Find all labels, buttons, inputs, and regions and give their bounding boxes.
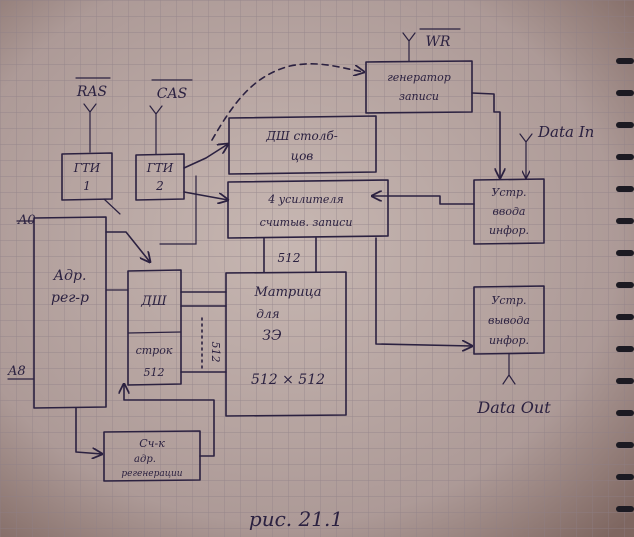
signal-cas: CAS — [149, 79, 193, 155]
block-row-decoder-line-1: ДШ — [140, 294, 168, 309]
block-address-register-line-2: рег-р — [51, 290, 89, 306]
block-input-device-line-2: ввода — [493, 205, 526, 218]
block-gti-2: ГТИ 2 — [135, 153, 185, 201]
block-refresh-counter-line-3: регенерации — [121, 469, 182, 479]
block-gti-1: ГТИ 1 — [61, 152, 113, 201]
block-input-device-line-1: Устр. — [491, 186, 526, 199]
block-memory-matrix-line-4: 512 × 512 — [251, 372, 325, 388]
block-output-device-line-2: вывода — [488, 314, 530, 327]
block-sense-amplifiers-line-1: 4 усилителя — [267, 193, 343, 206]
block-memory-matrix: Матрица для ЗЭ 512 × 512 — [225, 271, 347, 417]
connections — [75, 63, 500, 456]
block-column-decoder-line-2: цов — [291, 149, 314, 163]
block-input-device-line-3: инфор. — [489, 224, 529, 237]
signal-ras-label: RAS — [76, 84, 107, 100]
block-row-decoder-line-3: 512 — [144, 366, 165, 379]
signal-data-in: Data In — [520, 123, 594, 178]
block-address-register-line-1: Адр. — [53, 268, 87, 284]
block-refresh-counter-line-1: Сч-к — [139, 437, 165, 450]
signal-data-in-label: Data In — [537, 123, 594, 141]
signal-wr: WR — [402, 28, 461, 62]
block-row-decoder: ДШ строк 512 — [127, 269, 182, 386]
block-refresh-counter: Сч-к адр. регенерации — [103, 430, 201, 482]
signal-wr-label: WR — [426, 34, 451, 50]
signal-a0: A0 — [16, 213, 36, 228]
block-write-generator: генератор записи — [365, 60, 473, 114]
block-column-decoder-line-1: ДШ столб- — [265, 129, 338, 143]
binding-rings — [616, 58, 634, 512]
block-column-decoder: ДШ столб- цов — [228, 115, 377, 175]
block-address-register: Адр. рег-р — [33, 216, 107, 409]
block-write-generator-line-1: генератор — [387, 71, 451, 84]
block-sense-amplifiers: 4 усилителя считыв. записи — [227, 179, 389, 239]
block-output-device: Устр. вывода инфор. — [473, 285, 545, 355]
block-sense-amplifiers-line-2: считыв. записи — [260, 216, 353, 229]
block-gti-1-line-2: 1 — [83, 179, 91, 193]
bus-512-side-label: 512 — [209, 342, 222, 363]
block-gti-2-line-2: 2 — [155, 179, 164, 193]
block-memory-matrix-line-3: ЗЭ — [262, 328, 282, 344]
block-gti-2-line-1: ГТИ — [146, 161, 174, 175]
signal-data-out: Data Out — [476, 353, 551, 417]
block-output-device-line-3: инфор. — [489, 334, 529, 347]
block-write-generator-line-2: записи — [399, 90, 439, 103]
bus-512-top-label: 512 — [278, 251, 301, 265]
signal-ras: RAS — [75, 77, 111, 153]
block-output-device-line-1: Устр. — [491, 294, 526, 307]
block-memory-matrix-line-1: Матрица — [254, 285, 322, 300]
block-gti-1-line-1: ГТИ — [73, 161, 101, 175]
block-refresh-counter-line-2: адр. — [134, 454, 156, 465]
signal-a8: A8 — [7, 364, 35, 380]
block-row-decoder-line-2: строк — [136, 344, 173, 357]
signal-data-out-label: Data Out — [476, 398, 551, 417]
figure-caption: рис. 21.1 — [249, 507, 343, 531]
signal-a8-label: A8 — [7, 364, 26, 379]
signal-cas-label: CAS — [157, 86, 187, 102]
block-memory-matrix-line-2: для — [256, 307, 279, 321]
